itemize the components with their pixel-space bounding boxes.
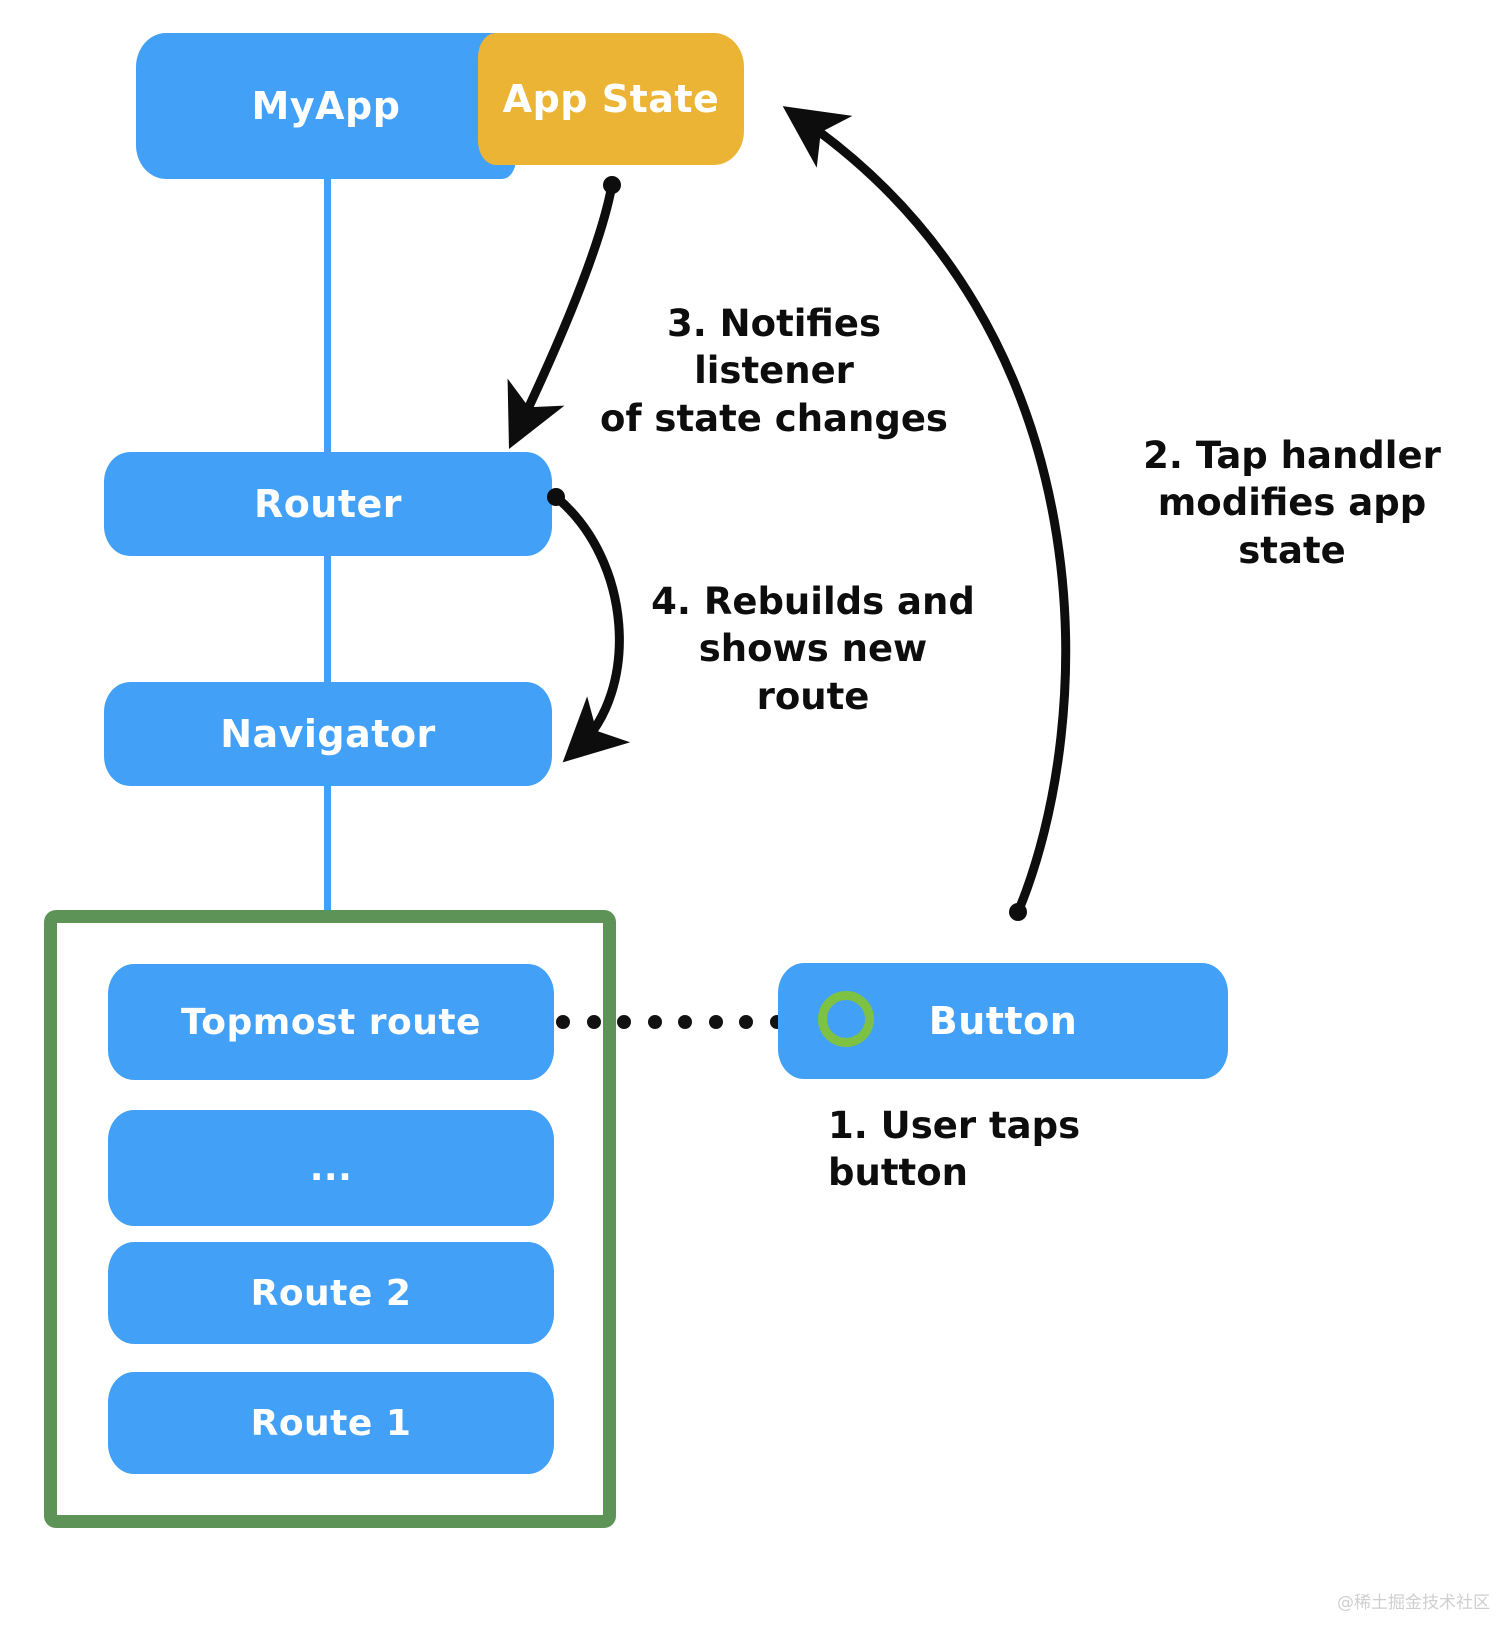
dot — [556, 1015, 570, 1029]
green-ring-icon — [818, 991, 874, 1047]
arrow-tail-dot — [1009, 903, 1027, 921]
node-app-state[interactable]: App State — [478, 33, 744, 165]
annotation-step-1: 1. User taps button — [828, 1104, 1081, 1195]
node-navigator-label: Navigator — [220, 712, 436, 756]
dot — [647, 1015, 662, 1029]
dot — [708, 1015, 723, 1029]
dot — [617, 1015, 632, 1029]
watermark: @稀土掘金技术社区 — [1337, 1593, 1490, 1613]
connector-myapp-router — [324, 170, 331, 462]
dotted-connector-topmost-button — [556, 1012, 784, 1032]
node-topmost-route-label: Topmost route — [181, 1001, 481, 1043]
node-button-label: Button — [928, 999, 1078, 1043]
node-routes-ellipsis-label: ... — [309, 1147, 353, 1189]
node-router[interactable]: Router — [104, 452, 552, 556]
node-navigator[interactable]: Navigator — [104, 682, 552, 786]
annotation-step-3: 3. Notifies listener of state changes — [600, 302, 948, 440]
connector-navigator-stack — [324, 778, 331, 920]
node-button[interactable]: Button — [778, 963, 1228, 1079]
node-route-1-label: Route 1 — [250, 1402, 412, 1444]
annotation-step-4: 4. Rebuilds and shows new route — [651, 580, 975, 718]
node-myapp-label: MyApp — [251, 84, 401, 128]
node-app-state-label: App State — [502, 77, 720, 121]
node-topmost-route[interactable]: Topmost route — [108, 964, 554, 1080]
arrow-button-to-state — [782, 106, 1071, 917]
dot — [586, 1015, 601, 1029]
node-routes-ellipsis[interactable]: ... — [108, 1110, 554, 1226]
node-route-2[interactable]: Route 2 — [108, 1242, 554, 1344]
node-router-label: Router — [253, 482, 403, 526]
annotation-step-2: 2. Tap handler modifies app state — [1143, 434, 1441, 572]
dot — [678, 1015, 693, 1029]
node-myapp[interactable]: MyApp — [136, 33, 516, 179]
arrow-router-to-navigator — [551, 492, 631, 763]
connector-router-navigator — [324, 548, 331, 690]
node-route-2-label: Route 2 — [250, 1272, 412, 1314]
navigator-stack-frame — [44, 910, 616, 1528]
node-route-1[interactable]: Route 1 — [108, 1372, 554, 1474]
dot — [739, 1015, 754, 1029]
arrow-tail-dot — [603, 176, 621, 194]
